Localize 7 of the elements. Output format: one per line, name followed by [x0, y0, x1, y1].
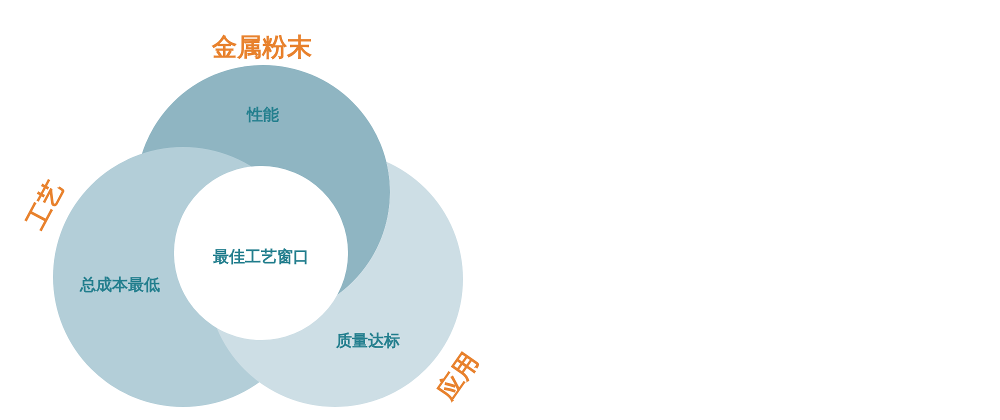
circle-label: 性能: [247, 107, 279, 123]
circle-heading: 工艺: [22, 177, 68, 233]
circle-heading: 应用: [433, 348, 483, 404]
center-label: 最佳工艺窗口: [213, 249, 309, 265]
circle-label: 总成本最低: [80, 277, 160, 293]
circle-heading: 金属粉末: [212, 34, 312, 60]
circle-label: 质量达标: [336, 333, 400, 349]
